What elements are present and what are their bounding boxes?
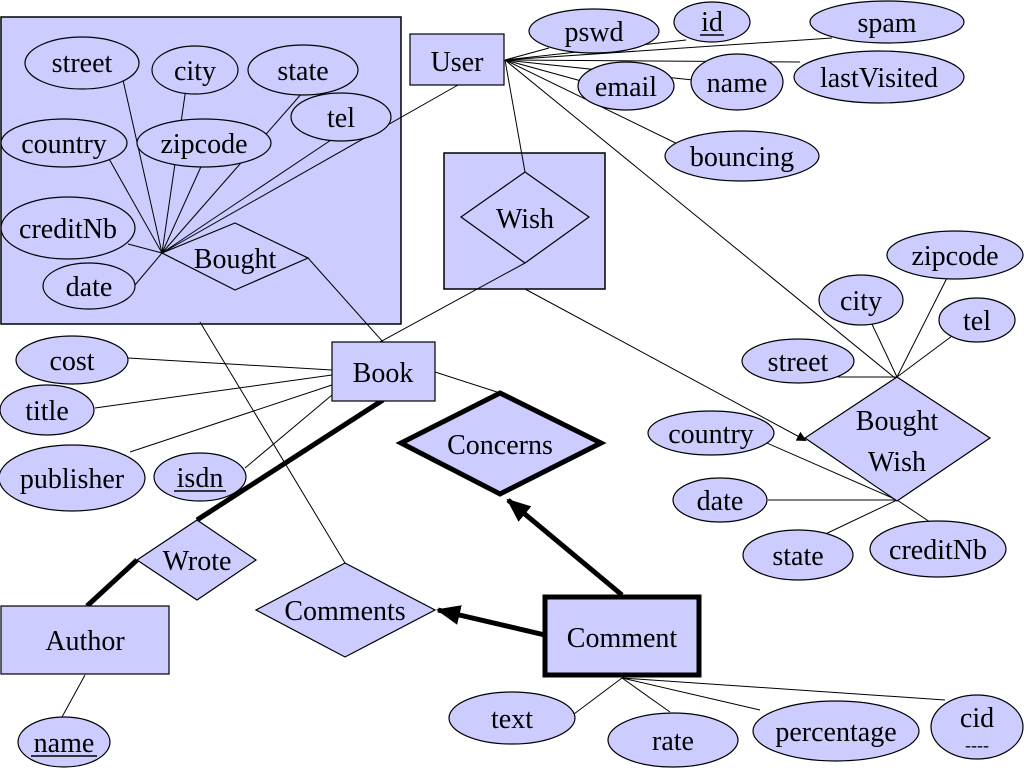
- attribute-user-id[interactable]: id: [673, 1, 751, 43]
- relationship-concerns[interactable]: Concerns: [395, 390, 607, 497]
- relationship-comments-label: Comments: [284, 596, 405, 627]
- attribute-boughtwish-street[interactable]: street: [741, 338, 855, 384]
- relationship-wrote[interactable]: Wrote: [135, 519, 258, 601]
- attribute-bought-state[interactable]: state: [247, 44, 359, 96]
- relationship-wish-label: Wish: [496, 204, 554, 235]
- attribute-user-bouncing[interactable]: bouncing: [664, 130, 820, 182]
- attribute-comment-rate[interactable]: rate: [607, 712, 739, 768]
- attribute-label: country: [668, 419, 754, 450]
- attribute-label: bouncing: [690, 142, 794, 173]
- attribute-boughtwish-zipcode[interactable]: zipcode: [886, 230, 1024, 280]
- attribute-label: spam: [857, 8, 916, 39]
- entity-user[interactable]: User: [409, 33, 505, 86]
- attribute-label: tel: [963, 306, 991, 337]
- attribute-label: cid: [960, 703, 994, 734]
- attribute-label: rate: [652, 726, 694, 757]
- relationship-wish[interactable]: Wish: [459, 171, 591, 264]
- attribute-user-lastvisited[interactable]: lastVisited: [793, 50, 965, 104]
- attribute-bought-tel[interactable]: tel: [290, 92, 392, 142]
- entity-comment-label: Comment: [567, 623, 678, 654]
- attribute-boughtwish-country[interactable]: country: [647, 410, 775, 456]
- attribute-label: name: [34, 728, 95, 759]
- attribute-label: city: [840, 286, 882, 317]
- relationship-comments[interactable]: Comments: [254, 562, 437, 658]
- attribute-label: zipcode: [160, 129, 247, 160]
- attribute-label: lastVisited: [820, 63, 938, 94]
- attribute-boughtwish-state[interactable]: state: [742, 529, 854, 581]
- entity-author[interactable]: Author: [0, 605, 170, 675]
- participation-lines: [85, 397, 624, 638]
- partial-key-mark: ----: [965, 735, 989, 755]
- attribute-label: street: [768, 347, 829, 378]
- entity-book-label: Book: [353, 358, 414, 389]
- attribute-boughtwish-creditnb[interactable]: creditNb: [869, 520, 1007, 578]
- attribute-label: creditNb: [889, 535, 987, 566]
- attribute-label: title: [25, 396, 69, 427]
- attribute-user-name[interactable]: name: [690, 53, 784, 111]
- attribute-label: state: [772, 541, 823, 572]
- attribute-label: percentage: [775, 717, 896, 748]
- relationship-bought[interactable]: Bought: [160, 222, 310, 291]
- attribute-bought-street[interactable]: street: [24, 36, 140, 90]
- attribute-book-cost[interactable]: cost: [15, 335, 129, 385]
- attribute-book-publisher[interactable]: publisher: [0, 444, 146, 512]
- attribute-bought-zipcode[interactable]: zipcode: [136, 118, 272, 168]
- attribute-label: email: [595, 72, 657, 103]
- attribute-comment-text[interactable]: text: [448, 691, 576, 745]
- relationship-bought-label: Bought: [194, 244, 277, 275]
- attribute-label: publisher: [20, 464, 125, 495]
- attribute-bought-city[interactable]: city: [151, 45, 239, 95]
- attribute-book-title[interactable]: title: [0, 384, 95, 436]
- relationship-concerns-label: Concerns: [447, 430, 553, 461]
- attribute-label: creditNb: [19, 214, 117, 245]
- entity-user-label: User: [431, 47, 485, 78]
- entity-comment[interactable]: Comment: [542, 594, 702, 678]
- attribute-book-isdn[interactable]: isdn: [153, 452, 247, 502]
- attribute-label: state: [277, 56, 328, 87]
- attribute-user-email[interactable]: email: [577, 61, 675, 111]
- attribute-label: cost: [49, 346, 94, 377]
- attribute-label: id: [701, 7, 723, 38]
- attribute-comment-percentage[interactable]: percentage: [752, 700, 920, 762]
- attribute-boughtwish-tel[interactable]: tel: [938, 297, 1016, 343]
- attribute-label: date: [697, 486, 744, 517]
- entity-book[interactable]: Book: [331, 341, 436, 402]
- attribute-label: name: [707, 68, 768, 99]
- attribute-user-spam[interactable]: spam: [809, 0, 965, 44]
- attribute-bought-country[interactable]: country: [0, 118, 128, 168]
- attribute-label: isdn: [177, 463, 224, 494]
- attribute-label: tel: [327, 103, 355, 134]
- attribute-label: street: [52, 48, 113, 79]
- relationship-wrote-label: Wrote: [163, 546, 232, 577]
- entity-author-label: Author: [45, 626, 125, 657]
- attribute-label: country: [21, 129, 107, 160]
- attribute-label: date: [66, 272, 113, 303]
- attribute-label: city: [174, 56, 216, 87]
- attribute-label: zipcode: [911, 241, 998, 272]
- relationship-bought-wish[interactable]: Bought Wish: [803, 376, 992, 502]
- attribute-boughtwish-city[interactable]: city: [818, 274, 904, 326]
- attribute-label: pswd: [564, 17, 623, 48]
- attribute-comment-cid[interactable]: cid ----: [930, 694, 1024, 760]
- attribute-author-name[interactable]: name: [17, 716, 111, 768]
- attribute-user-pswd[interactable]: pswd: [528, 8, 660, 54]
- attribute-bought-creditnb[interactable]: creditNb: [0, 196, 136, 260]
- attribute-label: text: [491, 704, 533, 735]
- relationship-bought-wish-label-line2: Wish: [868, 447, 926, 478]
- relationship-bought-wish-label-line1: Bought: [856, 406, 939, 437]
- attribute-bought-date[interactable]: date: [42, 262, 136, 310]
- attribute-boughtwish-date[interactable]: date: [672, 477, 768, 523]
